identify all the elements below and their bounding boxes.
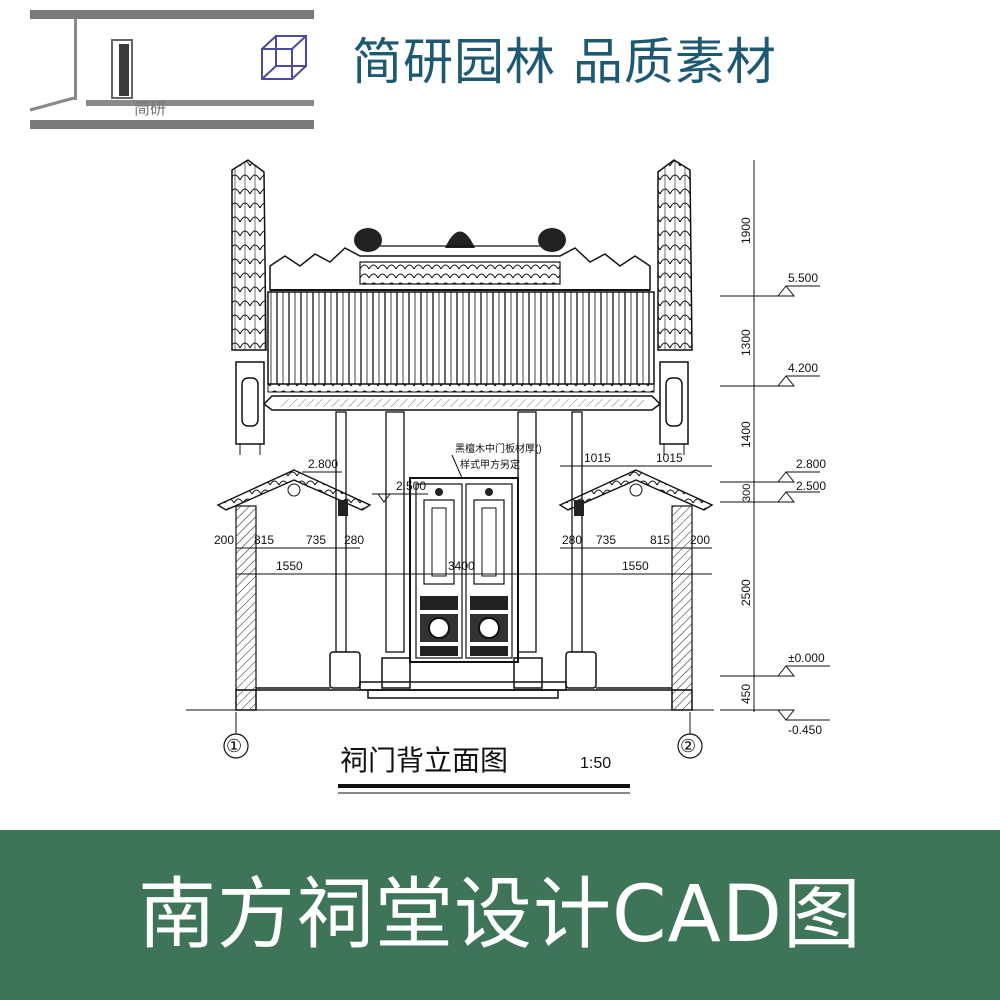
central-door: 黑檀木中门板材厚() 样式甲方另定 <box>409 442 542 663</box>
dim-735-left: 735 <box>306 533 326 547</box>
dim-200-left: 200 <box>214 533 234 547</box>
dim-815-right: 815 <box>650 533 670 547</box>
bay-dim-right: 1550 <box>622 559 649 573</box>
horizontal-dimensions <box>236 465 712 575</box>
columns <box>335 411 583 653</box>
elev-4200: 4.200 <box>788 361 818 375</box>
dim-735-right: 735 <box>596 533 616 547</box>
elev-2800: 2.800 <box>796 457 826 471</box>
right-gable-ridge <box>657 159 693 455</box>
top-dim-1015-a: 1015 <box>584 451 611 465</box>
footer-banner: 南方祠堂设计CAD图 <box>0 830 1000 1000</box>
right-side-roof <box>558 469 714 516</box>
elev-5500: 5.500 <box>788 271 818 285</box>
axis-label-2: ② <box>680 736 696 756</box>
cube-icon <box>261 35 307 80</box>
dim-815-left: 815 <box>254 533 274 547</box>
header: 简研 简研园林 品质素材 <box>0 0 1000 140</box>
elev-minus-0450: -0.450 <box>788 723 822 737</box>
main-roof-tiles <box>267 291 655 385</box>
elev-2500: 2.500 <box>796 479 826 493</box>
drawing-title: 祠门背立面图 <box>340 745 508 776</box>
inner-elev-2500: 2.500 <box>396 479 426 493</box>
column-bases <box>329 651 597 689</box>
brand-logo: 简研 <box>29 10 314 129</box>
vdim-2500: 2500 <box>739 579 753 606</box>
dim-280-left: 280 <box>344 533 364 547</box>
drawing-scale: 1:50 <box>580 755 611 772</box>
roof-eave <box>267 383 655 393</box>
vdim-300: 300 <box>741 484 753 502</box>
vdim-450: 450 <box>739 684 753 704</box>
bay-dim-left: 1550 <box>276 559 303 573</box>
dim-280-right: 280 <box>562 533 582 547</box>
ground-line <box>186 681 714 711</box>
side-walls <box>235 505 693 691</box>
brand-slogan: 简研园林 品质素材 <box>352 33 777 91</box>
dim-200-right: 200 <box>690 533 710 547</box>
elev-0000: ±0.000 <box>788 651 825 665</box>
door-note-line2: 样式甲方另定 <box>460 458 520 471</box>
left-gable-ridge <box>231 159 267 455</box>
vdim-1400: 1400 <box>739 421 753 448</box>
vdim-1900: 1900 <box>739 217 753 244</box>
vertical-dimension-chain <box>720 160 790 712</box>
left-side-roof <box>216 469 372 516</box>
vdim-1300: 1300 <box>739 329 753 356</box>
axis-label-1: ① <box>226 736 242 756</box>
door-note-line1: 黑檀木中门板材厚() <box>455 442 542 455</box>
roof-ridge-ornament <box>269 228 651 291</box>
bay-dim-center: 3400 <box>448 559 475 573</box>
cad-drawing: 黑檀木中门板材厚() 样式甲方另定 200 815 735 280 280 73… <box>0 140 1000 830</box>
eave-board <box>262 395 662 411</box>
elevation-markers <box>776 285 830 721</box>
elevation-drawing: 黑檀木中门板材厚() 样式甲方另定 200 815 735 280 280 73… <box>186 159 830 794</box>
logo-text: 简研 <box>134 99 166 118</box>
top-dim-1015-b: 1015 <box>656 451 683 465</box>
inner-elev-2800: 2.800 <box>308 457 338 471</box>
footer-title: 南方祠堂设计CAD图 <box>138 870 862 960</box>
